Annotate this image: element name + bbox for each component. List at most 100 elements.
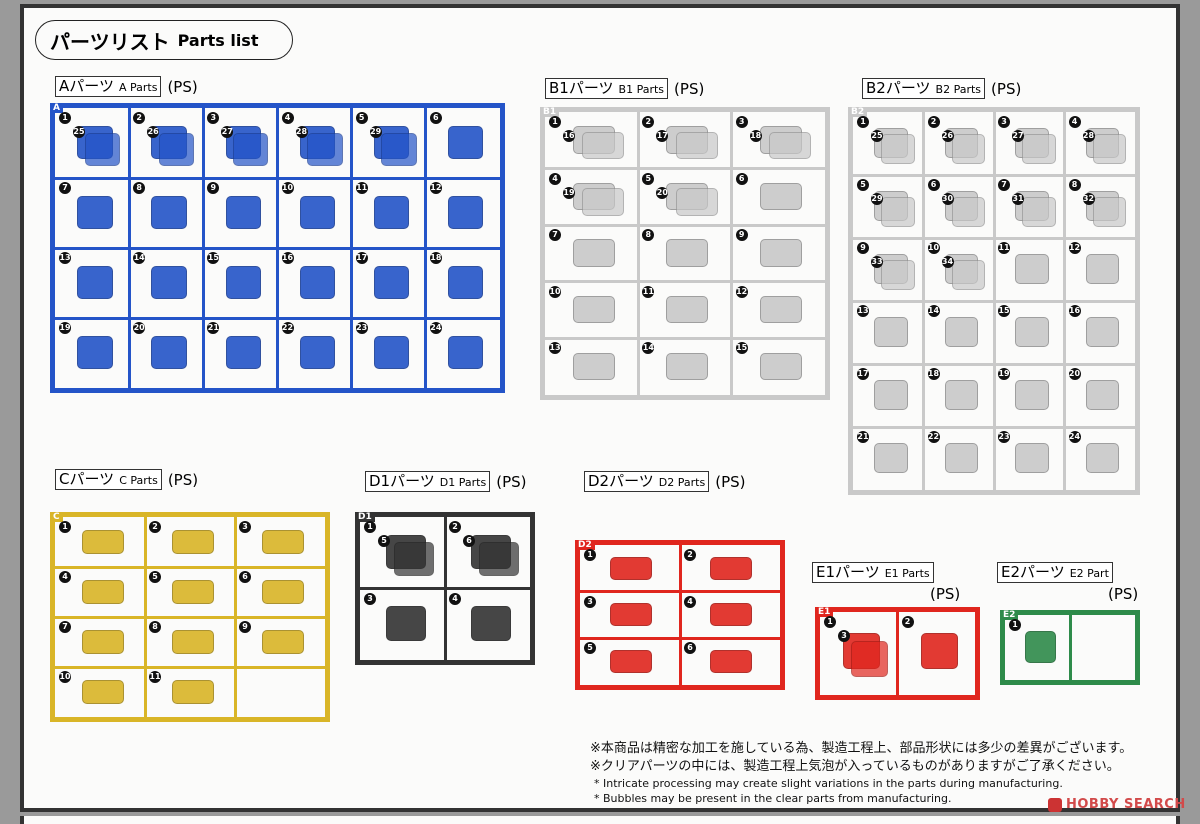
part-piece <box>299 265 336 299</box>
runner-gate <box>580 590 780 594</box>
part-number: 20 <box>1068 368 1081 380</box>
runner-tag: B1 <box>540 107 560 117</box>
part-number: 19 <box>998 368 1010 380</box>
part-number: 2 <box>642 116 655 128</box>
part-number: 16 <box>1068 305 1081 317</box>
part-piece <box>951 260 986 291</box>
part-piece <box>881 134 915 165</box>
runner-gate <box>545 280 825 284</box>
part-piece <box>82 629 124 654</box>
label-material: (PS) <box>167 470 199 489</box>
part-number: 27 <box>1012 130 1024 142</box>
part-piece <box>82 579 124 604</box>
part-number: 6 <box>463 535 475 547</box>
part-number: 2 <box>684 549 696 561</box>
part-number: 5 <box>857 179 869 191</box>
part-number: 6 <box>239 571 251 583</box>
part-number: 14 <box>927 305 940 317</box>
part-number: 4 <box>449 592 461 605</box>
title-jp: パーツリスト <box>50 29 170 54</box>
part-piece <box>299 335 336 369</box>
part-piece <box>710 556 752 580</box>
part-number: 8 <box>1068 179 1081 191</box>
part-piece <box>77 265 113 299</box>
part-piece <box>675 188 718 216</box>
part-number: 6 <box>429 112 442 124</box>
part-number: 20 <box>656 186 669 199</box>
runner-gate <box>853 173 1135 177</box>
part-number: 29 <box>871 193 883 205</box>
part-piece <box>1015 253 1049 285</box>
part-piece <box>1024 631 1056 663</box>
part-number: 16 <box>281 252 294 264</box>
part-number: 25 <box>871 130 883 142</box>
part-number: 33 <box>871 256 883 268</box>
part-number: 9 <box>735 229 748 242</box>
part-number: 20 <box>133 322 146 334</box>
part-piece <box>881 260 915 291</box>
part-piece <box>944 442 979 474</box>
part-number: 2 <box>449 521 461 533</box>
part-number: 21 <box>857 431 869 443</box>
part-number: 3 <box>584 595 596 608</box>
runner-tag: B2 <box>848 107 868 117</box>
part-piece <box>448 335 484 369</box>
part-piece <box>448 125 484 159</box>
part-number: 26 <box>147 126 160 138</box>
runner-gate <box>55 176 500 180</box>
part-piece <box>666 352 709 381</box>
part-piece <box>385 606 426 641</box>
part-number: 15 <box>207 252 220 264</box>
part-number: 1 <box>364 521 376 533</box>
part-piece <box>151 335 187 369</box>
part-number: 14 <box>133 252 146 264</box>
part-number: 21 <box>207 322 220 334</box>
part-piece <box>881 197 915 228</box>
part-number: 1 <box>1009 619 1021 631</box>
label-material: (PS) <box>674 79 705 98</box>
part-piece <box>448 265 484 299</box>
part-number: 2 <box>927 116 940 128</box>
part-piece <box>299 195 336 229</box>
part-piece <box>373 195 410 229</box>
part-piece <box>1015 442 1049 474</box>
runner-gate <box>55 316 500 320</box>
part-number: 18 <box>749 130 762 142</box>
runner-gate <box>55 665 325 669</box>
label-material: (PS) <box>496 472 527 491</box>
part-number: 24 <box>429 322 442 334</box>
part-piece <box>394 542 435 577</box>
part-number: 3 <box>998 116 1010 128</box>
part-number: 7 <box>998 179 1010 191</box>
part-number: 1 <box>857 116 869 128</box>
part-number: 5 <box>642 172 655 185</box>
part-number: 4 <box>59 571 71 583</box>
runner-gate <box>545 167 825 171</box>
part-number: 17 <box>355 252 368 264</box>
note-en-1: * Intricate processing may create slight… <box>594 777 1063 790</box>
runner-gate <box>580 636 780 640</box>
label-jp: Cパーツ <box>59 470 115 488</box>
part-piece <box>759 352 802 381</box>
part-number: 9 <box>239 621 251 633</box>
part-number: 13 <box>857 305 869 317</box>
part-piece <box>158 132 195 166</box>
part-piece <box>874 442 908 474</box>
part-number: 11 <box>642 285 655 298</box>
part-number: 4 <box>549 172 561 185</box>
part-piece <box>573 295 615 324</box>
part-piece <box>610 603 652 627</box>
part-piece <box>573 239 615 267</box>
part-piece <box>582 188 625 216</box>
part-piece <box>225 195 261 229</box>
label-jp: E2パーツ <box>1001 563 1065 581</box>
part-piece <box>307 132 343 166</box>
part-number: 10 <box>927 242 940 254</box>
